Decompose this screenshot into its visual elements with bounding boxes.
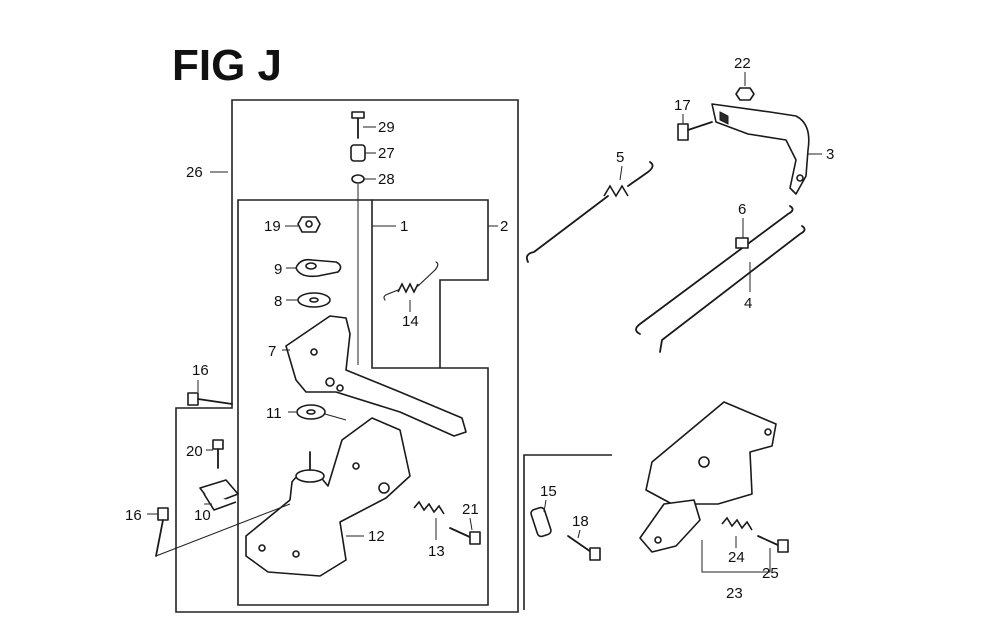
- bracket-12: [245, 417, 411, 577]
- callout-17: 17: [674, 97, 691, 114]
- leader-5: [619, 165, 623, 181]
- bolt-21: [449, 527, 481, 545]
- washer-8: [297, 292, 331, 308]
- nut-19: [297, 216, 321, 233]
- callout-4: 4: [744, 295, 752, 312]
- washer-28: [351, 174, 365, 184]
- callout-29: 29: [378, 119, 395, 136]
- nut-22: [735, 87, 755, 101]
- callout-3: 3: [826, 146, 834, 163]
- spring-rod-5: [525, 161, 654, 263]
- leader-18: [577, 529, 581, 539]
- callout-26: 26: [186, 164, 203, 181]
- callout-8: 8: [274, 293, 282, 310]
- leader-16-lower: [155, 503, 291, 557]
- callout-13: 13: [428, 543, 445, 560]
- bolt-17: [677, 121, 713, 141]
- callout-2: 2: [500, 218, 508, 235]
- clamp-10: [199, 479, 239, 511]
- lever-7: [285, 315, 467, 437]
- callout-25: 25: [762, 565, 779, 582]
- callout-11: 11: [266, 405, 282, 422]
- assembly-box-2: [372, 199, 489, 368]
- callout-24: 24: [728, 549, 745, 566]
- callout-22: 22: [734, 55, 751, 72]
- callout-12: 12: [368, 528, 385, 545]
- callout-6: 6: [738, 201, 746, 218]
- plate-9: [295, 258, 342, 278]
- callout-1: 1: [400, 218, 408, 235]
- callout-20: 20: [186, 443, 203, 460]
- leader-15: [543, 499, 547, 513]
- callout-18: 18: [572, 513, 589, 530]
- spring-14: [383, 261, 439, 301]
- callout-28: 28: [378, 171, 395, 188]
- bracket-assembly-23: [639, 401, 777, 553]
- callout-27: 27: [378, 145, 395, 162]
- callout-9: 9: [274, 261, 282, 278]
- callout-16-lower: 16: [125, 507, 142, 524]
- spring-24: [721, 516, 753, 531]
- figure-title: FIG J: [172, 41, 282, 90]
- bolt-25: [757, 535, 789, 553]
- callout-14: 14: [402, 313, 419, 330]
- rod-6: [635, 205, 794, 335]
- assembly-box-15-18: [523, 454, 612, 610]
- washer-11: [296, 404, 326, 420]
- callout-15: 15: [540, 483, 557, 500]
- bolt-16-lower: [155, 507, 169, 557]
- bolt-18: [567, 535, 601, 561]
- callout-23: 23: [726, 585, 743, 602]
- bolt-16-upper: [187, 392, 233, 406]
- callout-10: 10: [194, 507, 211, 524]
- callout-5: 5: [616, 149, 624, 166]
- leader-11b: [324, 413, 347, 421]
- rod-4: [659, 225, 806, 353]
- collar-15: [530, 506, 552, 538]
- callout-7: 7: [268, 343, 276, 360]
- callout-19: 19: [264, 218, 281, 235]
- spacer-27: [350, 144, 366, 162]
- assembly-box-26: [175, 99, 519, 613]
- bolt-20: [212, 439, 224, 469]
- callout-21: 21: [462, 501, 479, 518]
- control-lever-3: [711, 103, 810, 195]
- callout-16-upper: 16: [192, 362, 209, 379]
- screw-29: [351, 111, 365, 139]
- spring-13: [413, 500, 445, 515]
- leader-21: [469, 517, 473, 531]
